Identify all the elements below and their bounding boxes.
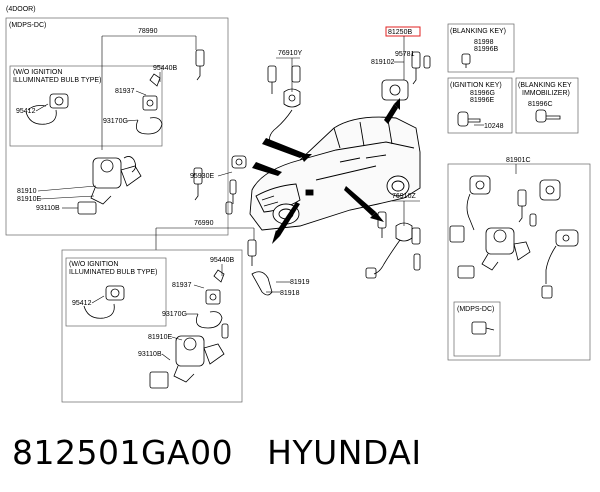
key-cylinder-top-drawing xyxy=(25,49,205,215)
part-81998: 81998 xyxy=(474,39,494,46)
immobilizer-key-drawing xyxy=(535,109,561,123)
part-76910y: 76910Y xyxy=(278,50,302,57)
mdps-right-drawing xyxy=(471,321,495,335)
part-number-caption: 812501GA00 xyxy=(12,433,234,472)
part-81996e: 81996E xyxy=(470,97,494,104)
lower-box xyxy=(61,249,243,403)
sensor-drawing xyxy=(225,155,247,215)
part-81901c: 81901C xyxy=(506,157,531,164)
ignition-key-box xyxy=(447,77,513,134)
mdps-box-top xyxy=(5,17,229,236)
wo-ignition-label-top-1: (W/O IGNITION xyxy=(13,69,62,76)
blanking-key-label: (BLANKING KEY) xyxy=(450,28,506,35)
blanking-immobilizer-box xyxy=(515,77,579,134)
part-81910e-bottom: 81910E xyxy=(148,334,172,341)
door-handle-drawing-rear xyxy=(365,211,421,279)
brand-caption: HYUNDAI xyxy=(267,433,422,472)
wo-ignition-box-bottom xyxy=(65,257,167,327)
part-76990: 76990 xyxy=(194,220,214,227)
part-81937-bottom: 81937 xyxy=(172,282,192,289)
caption: 812501GA00 HYUNDAI xyxy=(12,428,592,478)
part-93110b-bottom: 93110B xyxy=(138,351,162,358)
part-93170g-top: 93170G xyxy=(103,118,128,125)
wo-ignition-label-bottom-1: (W/O IGNITION xyxy=(69,261,118,268)
key-cylinder-bottom-drawing xyxy=(83,239,273,389)
lock-set-box xyxy=(447,163,591,361)
part-819102: 819102 xyxy=(371,59,394,66)
mdps-box-right xyxy=(453,301,501,357)
blanking-key-box xyxy=(447,23,515,73)
trunk-cylinder-drawing xyxy=(381,51,431,101)
part-81250b: 81250B xyxy=(388,29,412,36)
part-81937-top: 81937 xyxy=(115,88,135,95)
part-93110b-top: 93110B xyxy=(36,205,60,212)
lock-set-drawing xyxy=(449,175,579,299)
part-81996b: 81996B xyxy=(474,46,498,53)
ignition-key-drawing xyxy=(457,111,481,127)
wo-ignition-label-top-2: ILLUMINATED BULB TYPE) xyxy=(13,77,101,84)
part-81918: 81918 xyxy=(280,290,300,297)
part-81919: 81919 xyxy=(290,279,310,286)
mdps-label-right: (MDPS-DC) xyxy=(457,306,494,313)
part-76910z: 76910Z xyxy=(392,193,416,200)
part-78990: 78990 xyxy=(138,28,158,35)
blanking-immobilizer-label-1: (BLANKING KEY xyxy=(518,82,572,89)
part-95440b-bottom: 95440B xyxy=(210,257,234,264)
part-93170g-bottom: 93170G xyxy=(162,311,187,318)
wo-ignition-label-bottom-2: ILLUMINATED BULB TYPE) xyxy=(69,269,157,276)
leader-arrows xyxy=(252,98,400,244)
part-10248: 10248 xyxy=(484,123,504,130)
part-95781: 95781 xyxy=(395,51,415,58)
highlight-81250b xyxy=(385,26,421,37)
part-81996g: 81996G xyxy=(470,90,495,97)
parts-diagram: (4DOOR) (MDPS-DC) (W/O IGNITION ILLUMINA… xyxy=(5,6,591,403)
part-95930e: 95930E xyxy=(190,173,214,180)
ignition-key-label: (IGNITION KEY) xyxy=(450,82,502,89)
part-81910-top: 81910 xyxy=(17,188,37,195)
part-81910e-top: 81910E xyxy=(17,196,41,203)
part-95440b-top: 95440B xyxy=(153,65,177,72)
part-95412-top: 95412 xyxy=(16,108,36,115)
part-95412-bottom: 95412 xyxy=(72,300,92,307)
mdps-label-top: (MDPS-DC) xyxy=(9,22,46,29)
blanking-immobilizer-label-2: IMMOBILIZER) xyxy=(522,90,570,97)
blanking-key-drawing xyxy=(461,53,471,68)
wo-ignition-box-top xyxy=(9,65,163,147)
part-81996c: 81996C xyxy=(528,101,553,108)
car-drawing xyxy=(249,116,421,231)
variant-label: (4DOOR) xyxy=(6,6,36,13)
door-handle-drawing-front xyxy=(267,65,301,143)
